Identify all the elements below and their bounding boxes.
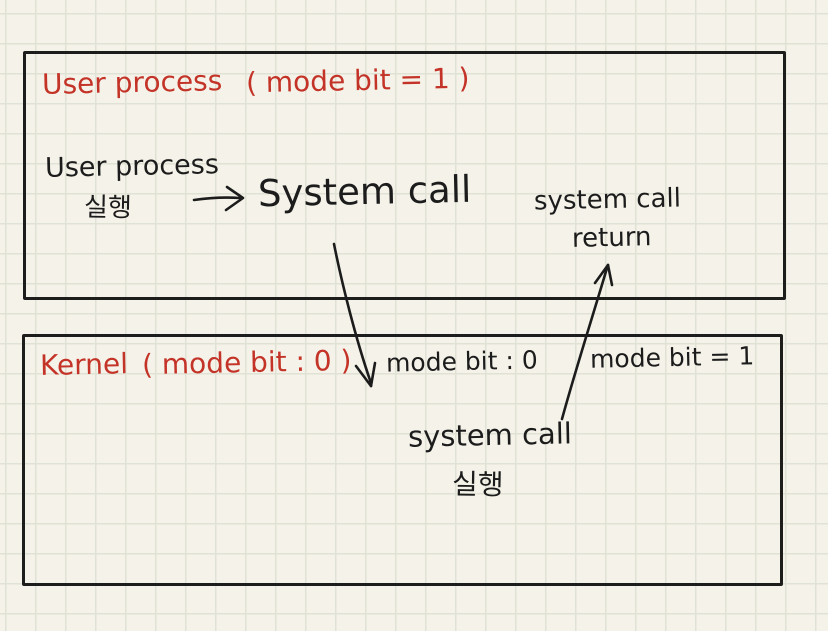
kernel-box [22, 334, 783, 586]
user-box-heading: User process [41, 64, 223, 101]
system-call-return-label-line2: return [571, 222, 652, 254]
kernel-system-call-label: system call [407, 416, 573, 454]
user-process-box [23, 51, 786, 300]
system-call-label: System call [257, 167, 472, 216]
user-box-mode-bit-label: ( mode bit = 1 ) [245, 61, 470, 100]
kernel-system-call-korean-label: 실행 [451, 467, 504, 502]
user-process-korean-label: 실행 [83, 192, 133, 224]
mode-bit-one-label: mode bit = 1 [589, 341, 755, 374]
kernel-box-mode-bit-label: ( mode bit : 0 ) [141, 343, 352, 382]
system-call-return-label-line1: system call [533, 183, 682, 217]
mode-bit-zero-label: mode bit : 0 [385, 345, 538, 378]
user-process-label: User process [44, 149, 220, 184]
kernel-box-heading: Kernel [39, 347, 129, 382]
